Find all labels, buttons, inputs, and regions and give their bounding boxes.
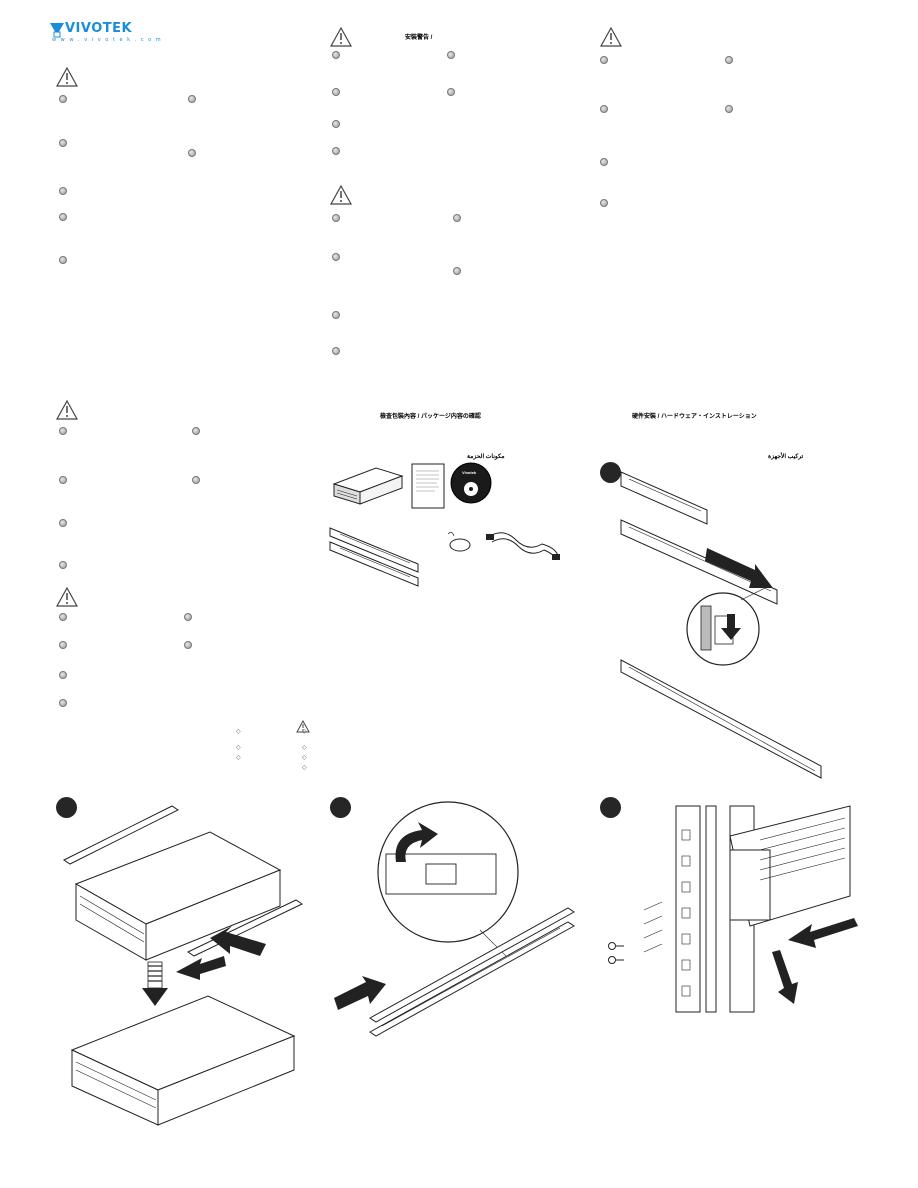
gray-circle-bullet-icon: [59, 95, 67, 103]
step-number-circle-icon: [600, 462, 621, 483]
diamond-bullet-icon: ◇: [236, 729, 241, 735]
gray-circle-bullet-icon: [59, 519, 67, 527]
gray-circle-bullet-icon: [188, 149, 196, 157]
diamond-bullet-icon: ◇: [236, 755, 241, 761]
diamond-bullet-icon: ◇: [302, 755, 307, 761]
hardware-install-heading-ar: تركيب الأجهزة: [768, 454, 804, 460]
gray-circle-bullet-icon: [332, 253, 340, 261]
package-contents-heading-ar: مكونات الحزمة: [467, 454, 505, 460]
software-cd-illustration: Vivotek: [450, 462, 492, 504]
safety-warning-heading: 安裝警告 /: [405, 35, 433, 41]
warning-triangle-icon: [55, 66, 79, 87]
server-chassis-illustration: [332, 467, 404, 505]
gray-circle-bullet-icon: [600, 199, 608, 207]
gray-circle-bullet-icon: [600, 158, 608, 166]
gray-circle-bullet-icon: [725, 105, 733, 113]
gray-circle-bullet-icon: [188, 95, 196, 103]
power-cord-illustration: [486, 532, 560, 561]
step-number-circle-icon: [56, 797, 77, 818]
warning-triangle-icon: [599, 26, 623, 47]
gray-circle-bullet-icon: [453, 214, 461, 222]
vivotek-logo: VIVOTEK w w w . v i v o t e k . c o m: [50, 21, 161, 43]
gray-circle-bullet-icon: [725, 56, 733, 64]
gray-circle-bullet-icon: [332, 88, 340, 96]
rail-kit-illustration: [329, 527, 419, 587]
package-contents-heading: 檢查包裝內容 / パッケージ内容の確認: [380, 414, 481, 420]
gray-circle-bullet-icon: [192, 427, 200, 435]
warning-triangle-icon: [329, 26, 353, 47]
warning-triangle-icon: [55, 586, 79, 607]
step-number-circle-icon: [600, 797, 621, 818]
logo-url: w w w . v i v o t e k . c o m: [52, 37, 163, 43]
gray-circle-bullet-icon: [447, 51, 455, 59]
gray-circle-bullet-icon: [332, 214, 340, 222]
gray-circle-bullet-icon: [59, 561, 67, 569]
gray-circle-bullet-icon: [332, 120, 340, 128]
rail-release-tab-illustration: [334, 801, 575, 1037]
gray-circle-bullet-icon: [332, 311, 340, 319]
gray-circle-bullet-icon: [332, 147, 340, 155]
gray-circle-bullet-icon: [192, 476, 200, 484]
quick-guide-document-illustration: [411, 463, 445, 509]
gray-circle-bullet-icon: [59, 671, 67, 679]
gray-circle-bullet-icon: [59, 187, 67, 195]
hardware-install-heading: 硬件安裝 / ハードウェア・インストレーション: [632, 414, 757, 420]
gray-circle-bullet-icon: [59, 213, 67, 221]
cd-label: Vivotek: [462, 470, 477, 475]
gray-circle-bullet-icon: [600, 105, 608, 113]
warning-triangle-icon: [296, 719, 310, 733]
gray-circle-bullet-icon: [332, 347, 340, 355]
gray-circle-bullet-icon: [59, 613, 67, 621]
gray-circle-bullet-icon: [59, 427, 67, 435]
mouse-illustration: [447, 532, 471, 552]
gray-circle-bullet-icon: [59, 256, 67, 264]
attach-inner-rail-illustration: [63, 805, 304, 1126]
diamond-bullet-icon: ◇: [302, 765, 307, 771]
gray-circle-bullet-icon: [184, 641, 192, 649]
gray-circle-bullet-icon: [184, 613, 192, 621]
diamond-bullet-icon: ◇: [302, 729, 307, 735]
gray-circle-bullet-icon: [59, 476, 67, 484]
gray-circle-bullet-icon: [59, 641, 67, 649]
step-number-circle-icon: [330, 797, 351, 818]
diamond-bullet-icon: ◇: [236, 745, 241, 751]
gray-circle-bullet-icon: [447, 88, 455, 96]
warning-triangle-icon: [329, 184, 353, 205]
gray-circle-bullet-icon: [600, 56, 608, 64]
logo-mark-icon: [50, 23, 64, 38]
rack-mount-illustration: [608, 805, 858, 1013]
gray-circle-bullet-icon: [59, 139, 67, 147]
diamond-bullet-icon: ◇: [302, 745, 307, 751]
rail-extend-illustration: [620, 471, 822, 779]
logo-wordmark: VIVOTEK: [65, 21, 133, 36]
gray-circle-bullet-icon: [332, 51, 340, 59]
warning-triangle-icon: [55, 399, 79, 420]
gray-circle-bullet-icon: [453, 267, 461, 275]
gray-circle-bullet-icon: [59, 699, 67, 707]
